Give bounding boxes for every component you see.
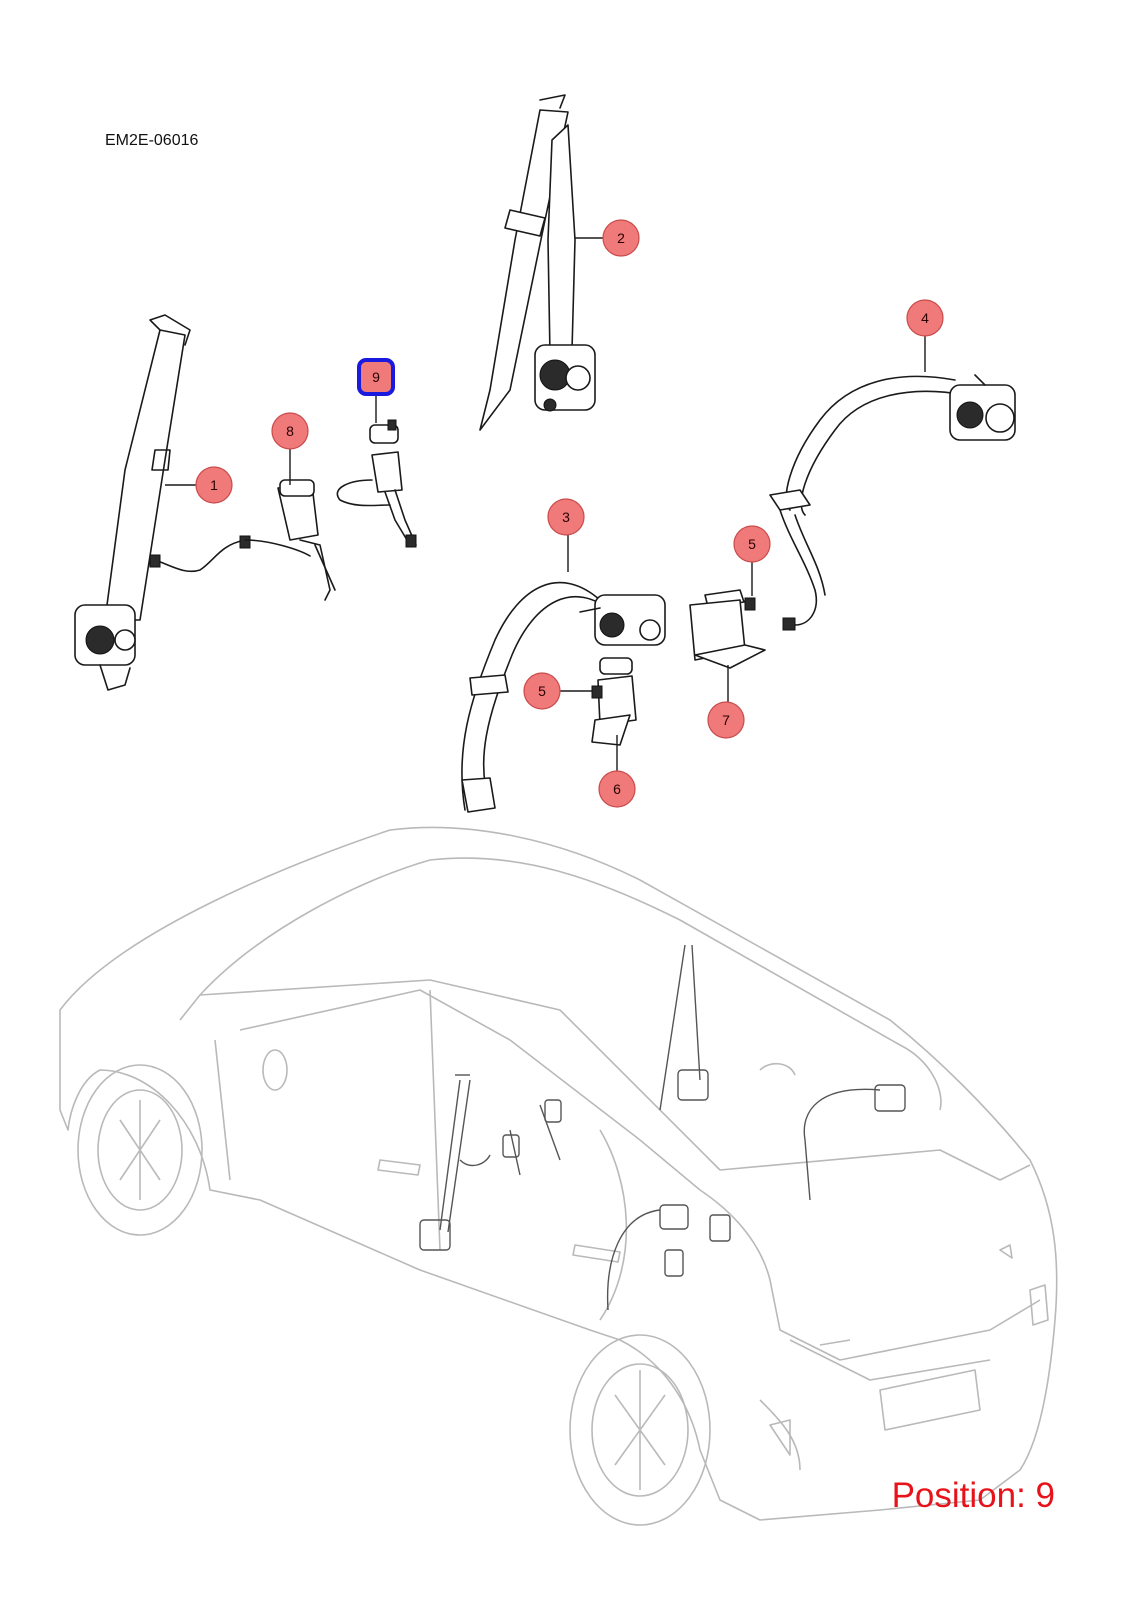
callout-label: 8: [286, 423, 294, 439]
part-8-front-left-buckle: [277, 479, 336, 601]
part-3-rear-left-seat-belt: [461, 581, 666, 813]
bolt-near-rear-left-buckle: [591, 685, 603, 699]
part-4-rear-right-seat-belt: [769, 374, 1016, 631]
car-outline: [59, 826, 1058, 1526]
part-7-rear-right-buckle: [689, 589, 766, 669]
callout-label: 9: [372, 369, 380, 385]
diagram-code: EM2E-06016: [105, 132, 199, 149]
callout-label: 5: [748, 536, 756, 552]
part-2-front-right-seat-belt: [479, 94, 596, 431]
car-installed-belts: [419, 944, 906, 1311]
part-6-rear-left-buckle: [591, 657, 637, 746]
callout-4[interactable]: 4: [906, 299, 944, 337]
callout-3[interactable]: 3: [547, 498, 585, 536]
callout-8[interactable]: 8: [271, 412, 309, 450]
callout-label: 6: [613, 781, 621, 797]
position-indicator: Position: 9: [891, 1476, 1055, 1515]
callout-label: 4: [921, 310, 929, 326]
callout-1[interactable]: 1: [195, 466, 233, 504]
callout-label: 7: [722, 712, 730, 728]
callout-label: 3: [562, 509, 570, 525]
part-1-front-left-seat-belt: [74, 314, 311, 691]
part-9-front-right-buckle: [336, 419, 417, 548]
callout-5-rear-right[interactable]: 5: [733, 525, 771, 563]
callout-2[interactable]: 2: [602, 219, 640, 257]
callout-7[interactable]: 7: [707, 701, 745, 739]
callout-9-selected[interactable]: 9: [357, 358, 395, 396]
callout-label: 5: [538, 683, 546, 699]
callout-label: 2: [617, 230, 625, 246]
callout-5-rear-left[interactable]: 5: [523, 672, 561, 710]
callout-label: 1: [210, 477, 218, 493]
callouts: 1 2 3 4 5 5 6 7 8: [195, 219, 944, 808]
leader-lines: [165, 237, 926, 772]
callout-6[interactable]: 6: [598, 770, 636, 808]
